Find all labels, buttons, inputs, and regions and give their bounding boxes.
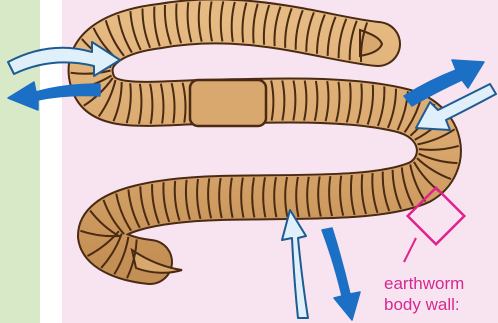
worm-clitellum [190, 80, 266, 126]
earthworm-label: earthworm [384, 274, 464, 294]
left-green-panel [0, 0, 40, 323]
body-wall-label: body wall: [384, 295, 460, 315]
